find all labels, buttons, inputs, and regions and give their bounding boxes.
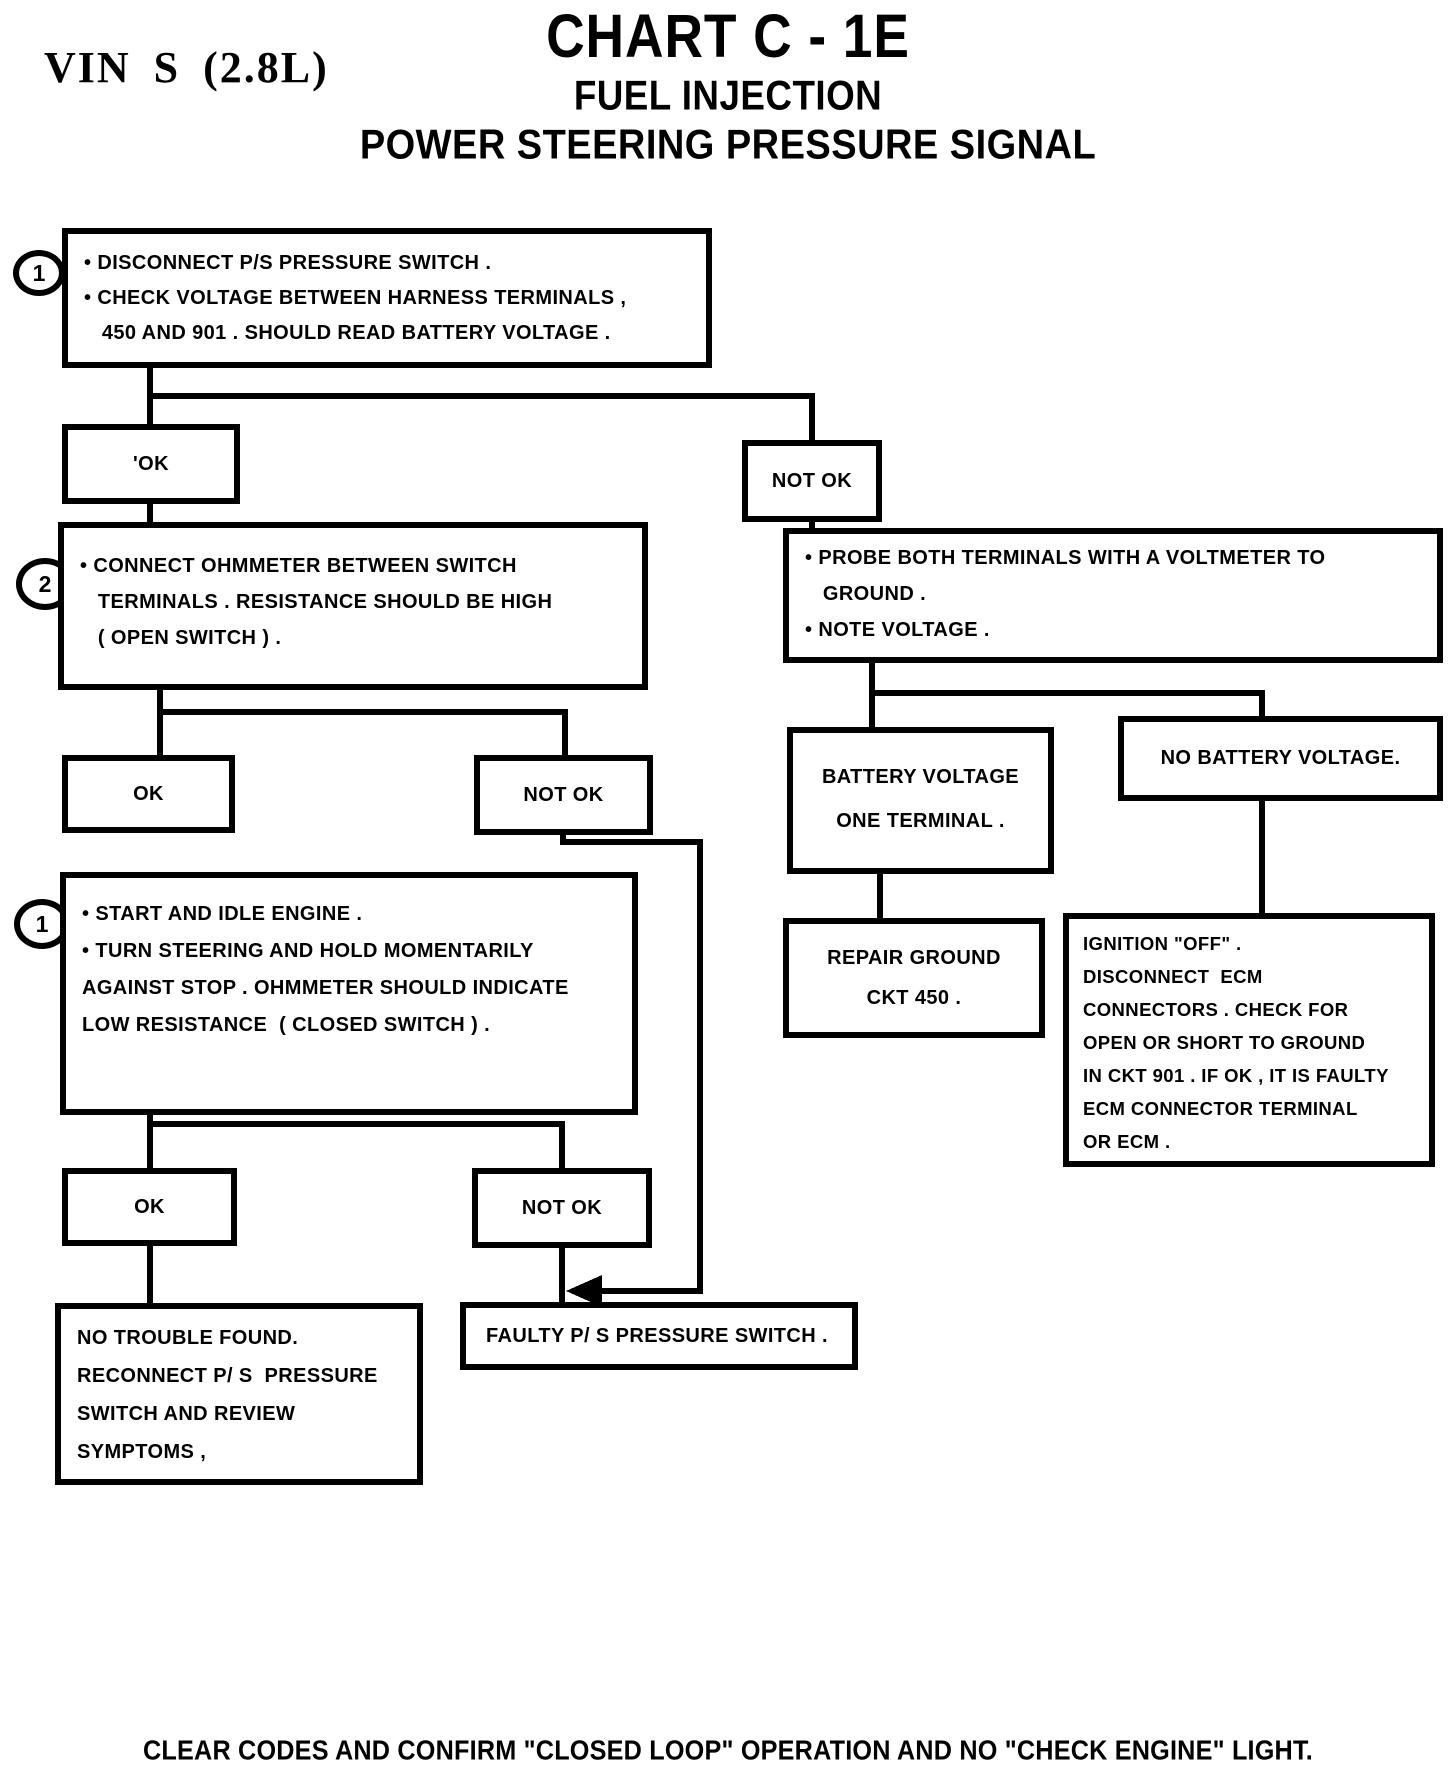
node-ok3-label: OK [134,1195,165,1218]
step-marker-2-number: 2 [38,570,52,597]
node-ignition-line: CONNECTORS . CHECK FOR [1083,999,1349,1020]
node-repair-ground: REPAIR GROUND CKT 450 . [783,918,1045,1038]
node-battery-voltage-line: BATTERY VOLTAGE [821,766,1020,788]
node-no-battery-voltage: NO BATTERY VOLTAGE. [1118,716,1443,801]
node-start-idle-line: • START AND IDLE ENGINE . [82,903,363,925]
node-ignition-line: OPEN OR SHORT TO GROUND [1083,1032,1366,1053]
node-ignition-line: ECM CONNECTOR TERMINAL [1083,1098,1358,1119]
node-not-ok1-label: NOT OK [771,469,853,492]
node-ignition-off-check: IGNITION "OFF" . DISCONNECT ECM CONNECTO… [1063,913,1435,1167]
node-battery-voltage-one-terminal: BATTERY VOLTAGE ONE TERMINAL . [787,727,1054,874]
node-ok1-label: 'OK [133,452,169,475]
node-connect-ohmmeter-line: • CONNECT OHMMETER BETWEEN SWITCH [80,555,517,577]
node-probe-terminals-line: • PROBE BOTH TERMINALS WITH A VOLTMETER … [805,547,1326,569]
node-no-trouble-line: SWITCH AND REVIEW [77,1403,296,1425]
connector-start-to-notok3 [147,1121,565,1168]
node-not-ok2-label: NOT OK [523,783,604,806]
node-check-voltage: • DISCONNECT P/S PRESSURE SWITCH . • CHE… [62,228,712,368]
chart-title-line1: CHART C - 1E [546,2,910,71]
step-marker-1-number: 1 [32,259,46,286]
step-marker-3-number: 1 [35,910,49,937]
node-no-trouble-found: NO TROUBLE FOUND. RECONNECT P/ S PRESSUR… [55,1303,423,1485]
node-ok2: OK [62,755,235,833]
node-probe-terminals-line: GROUND . [805,583,927,605]
vin-label: VIN S (2.8L) [44,43,329,92]
node-repair-ground-line: CKT 450 . [866,987,962,1009]
node-not-ok2: NOT OK [474,755,653,835]
chart-title: CHART C - 1E FUEL INJECTION POWER STEERI… [0,0,1456,170]
node-start-idle-line: AGAINST STOP . OHMMETER SHOULD INDICATE [82,977,569,999]
node-probe-terminals: • PROBE BOTH TERMINALS WITH A VOLTMETER … [783,528,1443,663]
connector-ohmmeter-to-notok2 [157,709,568,755]
node-battery-voltage-line: ONE TERMINAL . [836,810,1005,832]
chart-title-line2: FUEL INJECTION [573,72,883,120]
node-not-ok1: NOT OK [742,440,882,522]
node-probe-terminals-line: • NOTE VOLTAGE . [805,619,990,641]
node-start-idle-line: LOW RESISTANCE ( CLOSED SWITCH ) . [82,1014,491,1036]
node-connect-ohmmeter-line: TERMINALS . RESISTANCE SHOULD BE HIGH [80,591,553,613]
node-no-trouble-line: RECONNECT P/ S PRESSURE [77,1365,378,1387]
node-faulty-switch-label: FAULTY P/ S PRESSURE SWITCH . [486,1324,829,1347]
node-ignition-line: OR ECM . [1083,1131,1171,1152]
node-ok2-label: OK [133,782,164,805]
connector-check-to-notok1 [147,393,815,440]
node-start-idle-line: • TURN STEERING AND HOLD MOMENTARILY [82,940,534,962]
node-no-trouble-line: SYMPTOMS , [77,1441,207,1463]
node-connect-ohmmeter-line: ( OPEN SWITCH ) . [80,627,282,649]
node-repair-ground-line: REPAIR GROUND [827,947,1001,969]
node-check-voltage-line: 450 AND 901 . SHOULD READ BATTERY VOLTAG… [84,322,611,344]
node-not-ok3-label: NOT OK [521,1196,603,1219]
connector-probe-to-nobattery [869,690,1265,716]
node-ignition-line: IGNITION "OFF" . [1083,933,1242,954]
node-ignition-line: IN CKT 901 . IF OK , IT IS FAULTY [1083,1065,1389,1086]
chart-title-line3: POWER STEERING PRESSURE SIGNAL [359,121,1097,169]
node-ok1: 'OK [62,424,240,504]
node-no-trouble-line: NO TROUBLE FOUND. [77,1327,299,1349]
node-start-idle-engine: • START AND IDLE ENGINE . • TURN STEERIN… [60,872,638,1115]
node-connect-ohmmeter: • CONNECT OHMMETER BETWEEN SWITCH TERMIN… [58,522,648,690]
arrowhead-to-faulty-switch [566,1275,602,1307]
node-ignition-line: DISCONNECT ECM [1083,966,1263,987]
node-faulty-switch: FAULTY P/ S PRESSURE SWITCH . [460,1302,858,1370]
node-check-voltage-line: • CHECK VOLTAGE BETWEEN HARNESS TERMINAL… [84,287,627,309]
node-ok3: OK [62,1168,237,1246]
node-not-ok3: NOT OK [472,1168,652,1248]
node-check-voltage-line: • DISCONNECT P/S PRESSURE SWITCH . [84,252,492,274]
connector-notok2-to-faulty [560,832,703,1294]
node-no-battery-voltage-label: NO BATTERY VOLTAGE. [1160,747,1401,769]
footer-caption: CLEAR CODES AND CONFIRM "CLOSED LOOP" OP… [143,1734,1313,1766]
step-marker-1: 1 [13,250,65,296]
